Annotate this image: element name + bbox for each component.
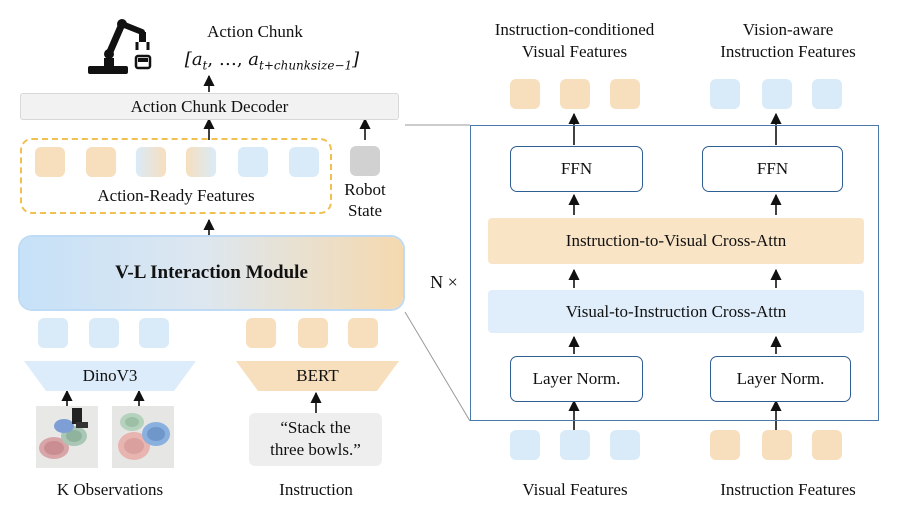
decoder-label: Action Chunk Decoder bbox=[130, 96, 289, 116]
text-token bbox=[348, 318, 378, 348]
layernorm-instruction-label: Layer Norm. bbox=[736, 369, 825, 388]
instruction-example-line-2: three bowls.” bbox=[270, 440, 361, 459]
output-visual-token bbox=[510, 79, 540, 109]
visual-token bbox=[139, 318, 169, 348]
text-token bbox=[246, 318, 276, 348]
bert-encoder bbox=[236, 361, 399, 391]
instruction-example-box bbox=[249, 413, 382, 466]
input-visual-token bbox=[610, 430, 640, 460]
dinov3-label: DinoV3 bbox=[82, 366, 138, 385]
dinov3-encoder bbox=[24, 361, 196, 391]
observation-photo-1 bbox=[36, 406, 98, 468]
robot-state-label-1: Robot bbox=[344, 180, 386, 199]
instruction-label: Instruction bbox=[279, 480, 353, 499]
feature-token bbox=[289, 147, 319, 177]
in-visual-label: Visual Features bbox=[522, 480, 628, 499]
input-instruction-token bbox=[762, 430, 792, 460]
feature-token bbox=[136, 147, 166, 177]
output-instruction-token bbox=[762, 79, 792, 109]
text-token bbox=[298, 318, 328, 348]
input-visual-token bbox=[560, 430, 590, 460]
feature-token bbox=[35, 147, 65, 177]
repeat-label: N × bbox=[430, 272, 458, 292]
interaction-layer-block bbox=[470, 125, 879, 421]
out-instr-label-1: Vision-aware bbox=[742, 20, 834, 39]
out-visual-label-1: Instruction-conditioned bbox=[494, 20, 655, 39]
action-ready-features-group bbox=[20, 138, 332, 214]
visual-to-instruction-cross-attn: Visual-to-Instruction Cross-Attn bbox=[488, 290, 864, 333]
output-visual-token bbox=[560, 79, 590, 109]
ffn-visual-label: FFN bbox=[560, 159, 593, 178]
input-instruction-token bbox=[710, 430, 740, 460]
layernorm-visual-label: Layer Norm. bbox=[532, 369, 621, 388]
output-instruction-token bbox=[710, 79, 740, 109]
bert-label: BERT bbox=[296, 366, 339, 385]
in-instr-label: Instruction Features bbox=[720, 480, 856, 499]
action-chunk-decoder: Action Chunk Decoder bbox=[20, 93, 399, 120]
output-instruction-token bbox=[812, 79, 842, 109]
v2i-label: Visual-to-Instruction Cross-Attn bbox=[565, 301, 787, 321]
ffn-instruction-label: FFN bbox=[756, 159, 789, 178]
feature-token bbox=[238, 147, 268, 177]
robot-state-token bbox=[350, 146, 380, 176]
observation-photo-2 bbox=[112, 406, 174, 468]
feature-token bbox=[186, 147, 216, 177]
robot-state-label-2: State bbox=[348, 201, 382, 220]
action-chunk-formula: [at, …, at+chunksize−1] bbox=[184, 49, 360, 73]
visual-token bbox=[89, 318, 119, 348]
output-visual-token bbox=[610, 79, 640, 109]
i2v-label: Instruction-to-Visual Cross-Attn bbox=[565, 231, 787, 250]
ffn-instruction: FFN bbox=[702, 146, 843, 192]
robot-arm-icon bbox=[88, 19, 152, 74]
out-visual-label-2: Visual Features bbox=[521, 42, 628, 61]
layernorm-instruction: Layer Norm. bbox=[710, 356, 851, 402]
instruction-to-visual-cross-attn: Instruction-to-Visual Cross-Attn bbox=[488, 218, 864, 264]
input-visual-token bbox=[510, 430, 540, 460]
k-observations-label: K Observations bbox=[56, 480, 164, 499]
input-instruction-token bbox=[812, 430, 842, 460]
feature-token bbox=[86, 147, 116, 177]
out-instr-label-2: Instruction Features bbox=[720, 42, 856, 61]
layernorm-visual: Layer Norm. bbox=[510, 356, 643, 402]
ffn-visual: FFN bbox=[510, 146, 643, 192]
instruction-example-line-1: “Stack the bbox=[280, 418, 351, 437]
action-ready-features-label: Action-Ready Features bbox=[97, 186, 255, 205]
action-chunk-title: Action Chunk bbox=[207, 22, 303, 41]
vl-interaction-module: V-L Interaction Module bbox=[20, 237, 403, 309]
visual-token bbox=[38, 318, 68, 348]
module-label: V-L Interaction Module bbox=[115, 262, 308, 283]
